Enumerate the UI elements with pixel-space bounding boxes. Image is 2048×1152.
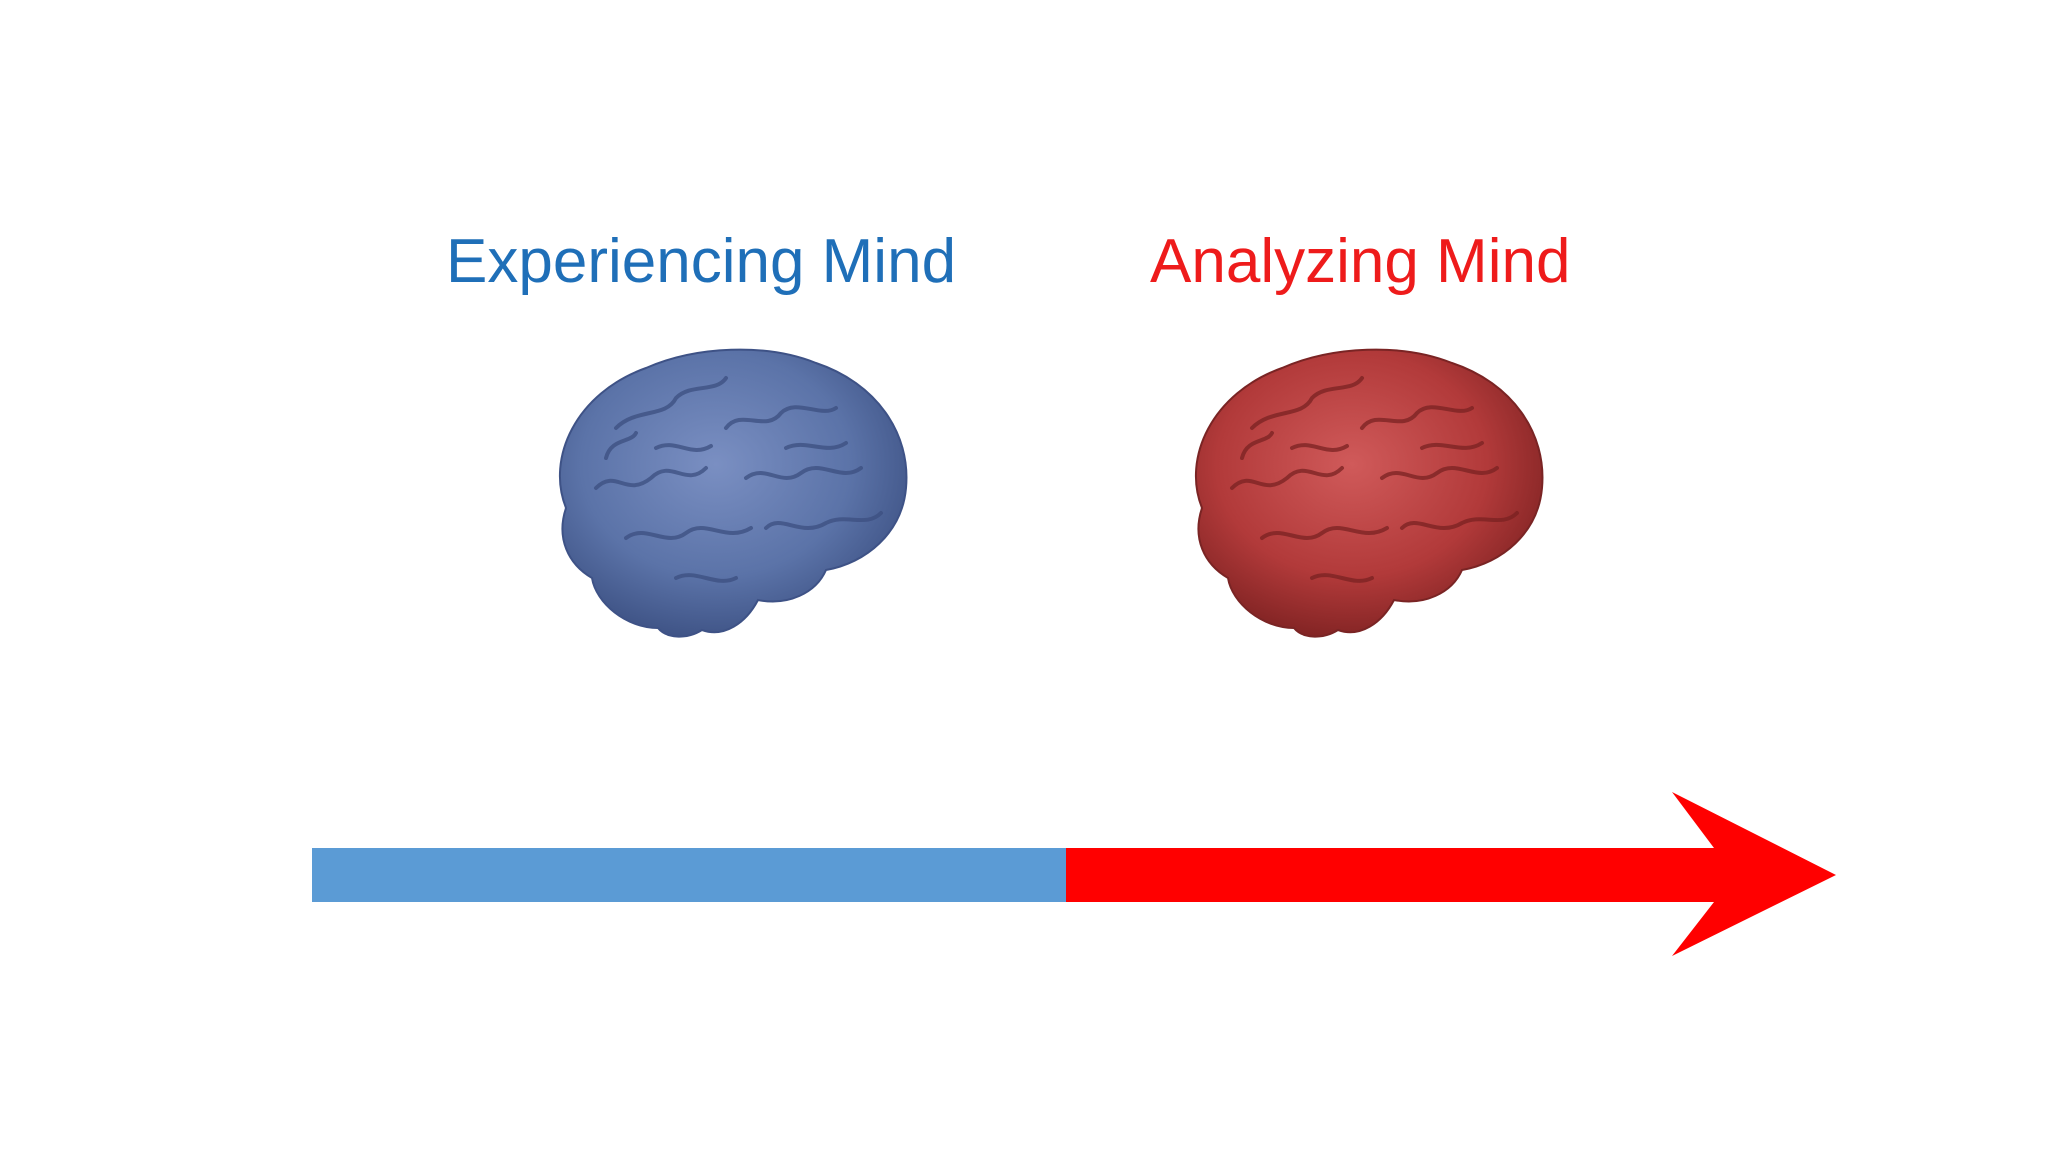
brain-left-shape — [558, 348, 908, 638]
brain-right-shape — [1194, 348, 1544, 638]
brain-icon — [558, 348, 908, 638]
timeline-red-segment — [1066, 848, 1714, 902]
experiencing-mind-label: Experiencing Mind — [446, 227, 957, 296]
analyzing-mind-label: Analyzing Mind — [1150, 227, 1571, 296]
brain-icon — [1194, 348, 1544, 638]
timeline-blue-segment — [312, 848, 1068, 902]
arrowhead-icon — [1672, 792, 1836, 956]
